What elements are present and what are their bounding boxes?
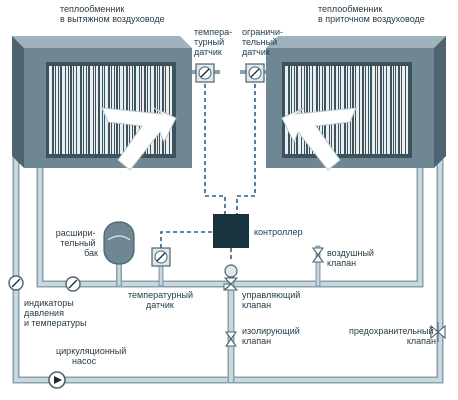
valve-icon <box>224 331 238 347</box>
coil-fin <box>77 66 80 154</box>
coil-fin <box>56 66 58 154</box>
coil-fin <box>151 66 154 154</box>
coil-fin <box>130 66 132 154</box>
coil-fin <box>292 66 294 154</box>
coil-fin <box>387 66 390 154</box>
coil-fin <box>384 66 386 154</box>
signal-lines <box>160 84 256 262</box>
coil-fin <box>128 66 129 154</box>
gauge-icon <box>8 275 24 291</box>
valve-icon <box>311 247 325 263</box>
signal-limit-top <box>236 84 256 214</box>
label-expansion-tank: расшири- тельный бак <box>56 228 98 258</box>
coil-fin <box>302 66 304 154</box>
coil-fin <box>72 66 73 154</box>
coil-fin <box>313 66 316 154</box>
coil-fin <box>94 66 95 154</box>
coil-fin <box>96 66 98 154</box>
heat-exchanger-supply <box>266 36 446 171</box>
label-safety-valve: предохранительный клапан <box>349 326 436 346</box>
coil-fin <box>364 66 365 154</box>
sensor-icon <box>195 63 215 83</box>
coil-fin <box>82 66 83 154</box>
coil-fin <box>323 66 324 154</box>
coil-fin <box>54 66 55 154</box>
pump-icon <box>48 371 66 389</box>
coil-fin <box>406 66 408 154</box>
airflow-arrow-icon <box>101 107 177 171</box>
coil-fin <box>140 66 141 154</box>
coil-fin <box>100 66 102 154</box>
sensor-icon <box>245 63 265 83</box>
label-temp-sensor-bottom: температурный датчик <box>128 290 196 310</box>
coil-fin <box>295 66 296 154</box>
coil-fin <box>305 66 306 154</box>
controller-box <box>213 214 249 248</box>
coil-fin <box>87 66 88 154</box>
coil-fin <box>382 66 383 154</box>
coil-fin <box>164 66 165 154</box>
label-limit-sensor: ограничи- тельный датчик <box>242 27 286 57</box>
coil-fin <box>62 66 65 154</box>
coil-fin <box>166 66 169 154</box>
signal-temp-top <box>204 84 226 214</box>
coil-fin <box>394 66 395 154</box>
label-pump: циркуляционный насос <box>56 346 129 366</box>
coil-fin <box>318 66 319 154</box>
gauge-icon <box>65 276 81 292</box>
coil-fin <box>378 66 380 154</box>
label-controller: контроллер <box>254 227 302 237</box>
coil-fin <box>402 66 405 154</box>
control-valve-actuator <box>224 264 238 278</box>
sensor-icon <box>151 247 171 267</box>
coil-fin <box>290 66 291 154</box>
label-control-valve: управляющий клапан <box>242 290 303 310</box>
coil-fin <box>369 66 370 154</box>
coil-fin <box>59 66 60 154</box>
coil-fin <box>90 66 93 154</box>
label-gauges: индикаторы давления и температуры <box>24 298 87 328</box>
coil-fin <box>310 66 312 154</box>
coil-fin <box>376 66 377 154</box>
coil-fin <box>285 66 288 154</box>
coil-fin <box>330 66 331 154</box>
coil-fin <box>136 66 139 154</box>
labels: теплообменник в вытяжном воздуховоде теп… <box>24 4 436 366</box>
coil-fin <box>392 66 393 154</box>
coil-fin <box>366 66 368 154</box>
label-isolation-valve: изолирующий клапан <box>242 326 302 346</box>
coil-fin <box>74 66 76 154</box>
coil-fin <box>133 66 134 154</box>
coil-fin <box>356 66 359 154</box>
coil-fin <box>146 66 147 154</box>
tank-icon <box>103 221 135 265</box>
coil-fin <box>400 66 401 154</box>
signal-temp-bottom <box>160 231 213 248</box>
coil-fin <box>372 66 375 154</box>
label-temp-sensor-top: темпера- турный датчик <box>194 27 235 57</box>
coil-fin <box>320 66 322 154</box>
coil-fin <box>170 66 172 154</box>
coil-fin <box>326 66 329 154</box>
coil-fin <box>84 66 86 154</box>
coil-fin <box>396 66 398 154</box>
label-hx-exhaust: теплообменник в вытяжном воздуховоде <box>60 4 165 24</box>
coil-fin <box>69 66 70 154</box>
coil-fin <box>66 66 68 154</box>
coil-fin <box>49 66 52 154</box>
label-air-valve: воздушный клапан <box>327 248 376 268</box>
coil-fin <box>308 66 309 154</box>
coil-fin <box>148 66 150 154</box>
valve-icon <box>430 322 446 342</box>
airflow-arrow-icon <box>281 107 357 171</box>
coil-fin <box>142 66 144 154</box>
coil-fin <box>360 66 362 154</box>
label-hx-supply: теплообменник в приточном воздуховоде <box>318 4 425 24</box>
coil-fin <box>160 66 162 154</box>
heat-exchanger-exhaust <box>12 36 192 171</box>
valve-icon <box>223 277 239 292</box>
